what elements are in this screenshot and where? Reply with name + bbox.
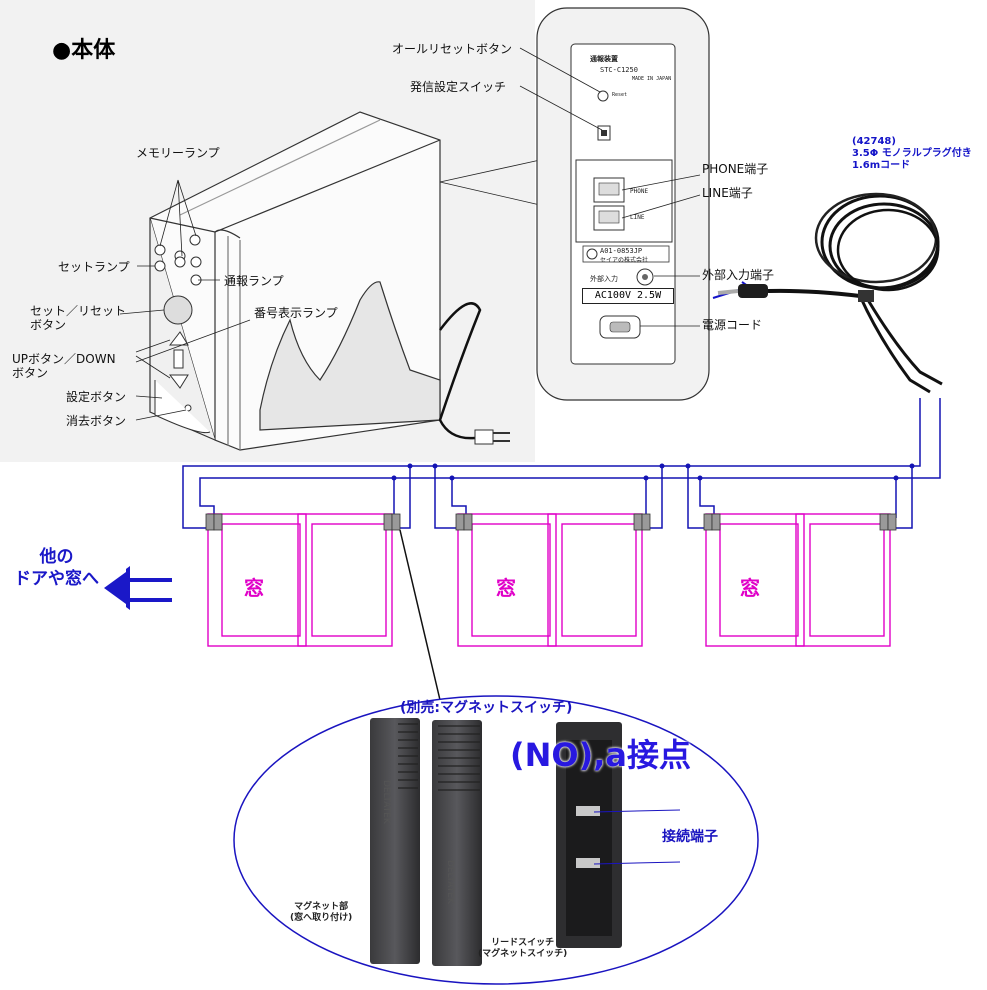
report-lamp-label: 通報ランプ bbox=[224, 274, 284, 288]
panel-company: セイアの株式会社 bbox=[600, 257, 649, 264]
right-leaders bbox=[519, 47, 701, 327]
set-lamp-label: セットランプ bbox=[58, 260, 130, 274]
wire-junctions bbox=[391, 463, 915, 481]
reed-switch-label: リードスイッチ (マグネットスイッチ) bbox=[478, 938, 568, 959]
cert-box bbox=[582, 245, 670, 263]
window-sensors bbox=[205, 513, 897, 531]
other-doors-label: 他の ドアや窓へ bbox=[14, 547, 99, 589]
dial-setting-switch-label: 発信設定スイッチ bbox=[410, 80, 507, 94]
window-frames bbox=[207, 513, 891, 647]
panel-cert: A01-0853JP bbox=[600, 247, 643, 255]
device-plug bbox=[474, 429, 494, 445]
number-display-lamp-label: 番号表示ランプ bbox=[254, 306, 338, 320]
panel-line: LINE bbox=[630, 214, 645, 221]
panel-reset: Reset bbox=[612, 92, 628, 98]
page-title: ●本体 bbox=[52, 38, 116, 63]
magnet-switch-title: (別売:マグネットスイッチ) bbox=[400, 700, 573, 716]
left-leaders bbox=[119, 179, 251, 421]
panel-ext-input: 外部入力 bbox=[590, 275, 618, 283]
up-down-button-label: UPボタン／DOWN ボタン bbox=[12, 352, 116, 380]
window-label-1: 窓 bbox=[244, 576, 264, 600]
setting-button-label: 設定ボタン bbox=[66, 390, 127, 404]
brand-left: DELTATEK bbox=[381, 780, 391, 825]
panel-maker: 通報装置 bbox=[590, 55, 618, 63]
zoom-lines bbox=[439, 159, 541, 206]
clear-button-label: 消去ボタン bbox=[66, 414, 127, 428]
all-reset-button-label: オールリセットボタン bbox=[392, 42, 513, 56]
memory-lamp-label: メモリーランプ bbox=[136, 146, 220, 160]
window-label-2: 窓 bbox=[496, 576, 516, 600]
line-terminal-label: LINE端子 bbox=[702, 186, 753, 200]
all-reset-hole bbox=[597, 90, 609, 102]
contact-type-label: (NO),a接点 bbox=[510, 736, 691, 774]
connection-terminal-label: 接続端子 bbox=[662, 829, 718, 845]
device-cord bbox=[438, 302, 482, 440]
magnet-leader bbox=[399, 529, 441, 701]
panel-phone: PHONE bbox=[630, 188, 649, 195]
device-stand bbox=[259, 281, 441, 431]
magnet-part-label: マグネット部 (窓へ取り付け) bbox=[290, 902, 353, 923]
set-reset-button-label: セット／リセット ボタン bbox=[30, 304, 127, 332]
phone-terminal-label: PHONE端子 bbox=[702, 162, 769, 176]
jack-panel bbox=[575, 159, 673, 243]
plug-cord bbox=[712, 192, 943, 394]
external-input-terminal-label: 外部入力端子 bbox=[702, 268, 775, 282]
plug-cord-label: (42748) 3.5Φ モノラルプラグ付き 1.6mコード bbox=[852, 136, 972, 171]
front-controls bbox=[154, 234, 211, 434]
panel-made-in: MADE IN JAPAN bbox=[632, 76, 672, 82]
window-label-3: 窓 bbox=[740, 576, 760, 600]
panel-model: STC-C1250 bbox=[600, 66, 638, 74]
power-cord-label: 電源コード bbox=[702, 318, 763, 332]
panel-rating: AC100V 2.5W bbox=[582, 288, 674, 304]
brand-right: DELTATEK bbox=[445, 860, 455, 905]
magnet-switch-photos bbox=[370, 718, 681, 966]
magnet-switch-callout bbox=[233, 695, 759, 985]
other-doors-arrow bbox=[96, 566, 172, 610]
wiring bbox=[182, 398, 941, 529]
